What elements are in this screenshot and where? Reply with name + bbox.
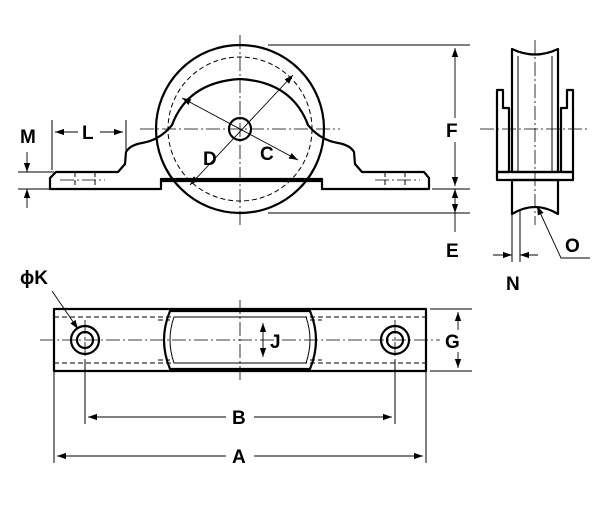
label-k: ϕK [20, 268, 48, 289]
dim-d-line [189, 74, 294, 186]
dim-o-leader [536, 205, 590, 259]
label-b: B [232, 408, 246, 429]
top-view: J ϕK G B A [20, 268, 472, 468]
label-f: F [446, 121, 458, 142]
top-wheel-slot [162, 309, 318, 371]
label-g: G [445, 332, 460, 353]
side-view: N O [480, 40, 590, 295]
front-view: C D L M F E [18, 35, 470, 262]
side-bracket-right [559, 88, 575, 174]
top-wheel-slot-inner [169, 316, 311, 364]
label-a: A [232, 447, 246, 468]
side-wheel-outline [510, 47, 560, 174]
dim-k-leader [51, 290, 79, 330]
label-n: N [506, 274, 520, 295]
label-e: E [446, 241, 459, 262]
side-bracket-left [495, 88, 511, 174]
label-d: D [203, 149, 217, 170]
label-o: O [565, 236, 580, 257]
label-c: C [260, 144, 274, 165]
label-j: J [270, 332, 281, 353]
label-m: M [20, 127, 36, 148]
bracket-outline [48, 77, 431, 191]
label-l: L [82, 123, 94, 144]
